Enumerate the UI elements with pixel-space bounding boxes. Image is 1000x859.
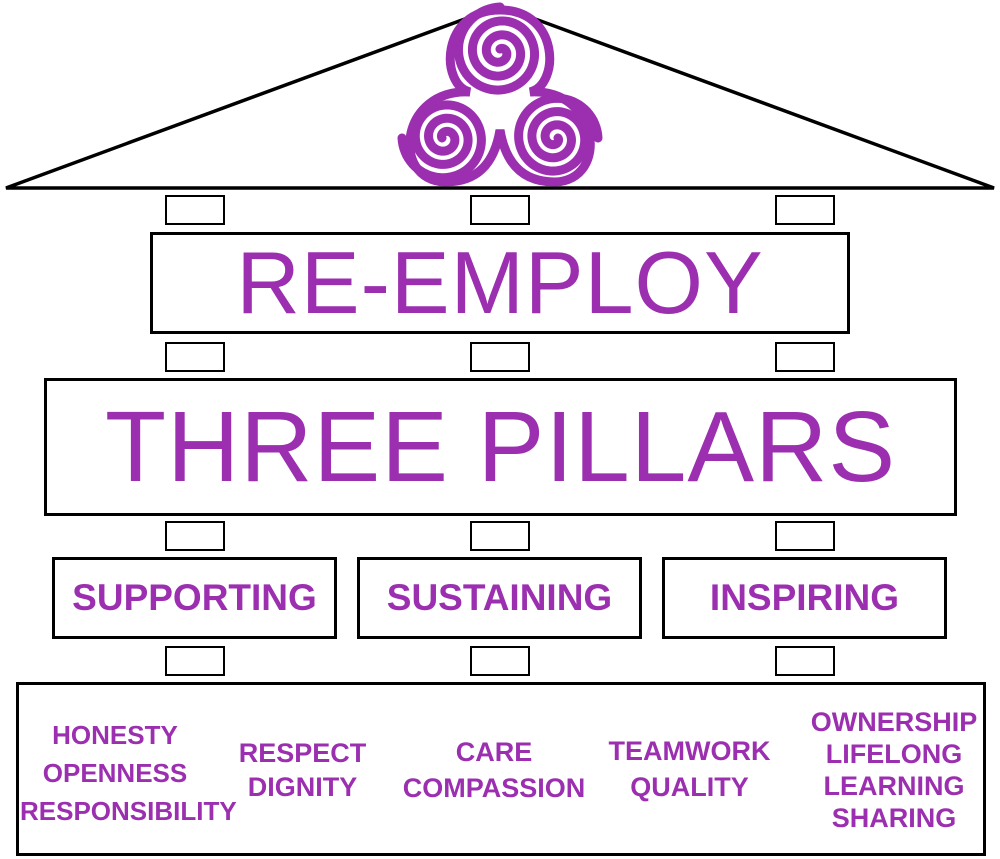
value-item: CARE [455, 737, 533, 767]
values-group-3: CARE COMPASSION [394, 734, 594, 806]
spiral-arm [514, 93, 603, 176]
pillar-label: SUSTAINING [386, 577, 613, 618]
connector-block [775, 521, 835, 551]
value-item: LEARNING [823, 771, 965, 801]
values-group-5: OWNERSHIP LIFELONG LEARNING SHARING [800, 706, 988, 834]
value-item: LIFELONG [825, 739, 963, 769]
value-item: COMPASSION [402, 773, 586, 803]
spiral-arm [453, 2, 540, 95]
value-item: RESPONSIBILITY [20, 796, 237, 826]
pillar-label: SUPPORTING [72, 577, 317, 618]
values-group-2: RESPECT DIGNITY [220, 736, 385, 804]
title-box-re-employ: RE-EMPLOY [150, 232, 850, 334]
value-item: TEAMWORK [608, 736, 771, 766]
value-item: OWNERSHIP [810, 707, 978, 737]
value-item: DIGNITY [247, 772, 358, 802]
connector-block [775, 342, 835, 372]
connector-block [165, 521, 225, 551]
roof-triangle [5, 4, 995, 190]
triskele-spiral-icon [397, 2, 603, 187]
title-three-pillars: THREE PILLARS [104, 390, 897, 503]
spiral-arm [397, 100, 486, 183]
values-foundation-box [16, 682, 986, 856]
values-group-1: HONESTY OPENNESS RESPONSIBILITY [20, 716, 237, 830]
connector-block [775, 646, 835, 676]
value-item: SHARING [831, 803, 957, 833]
roof [5, 2, 995, 190]
triskele-outline [405, 5, 595, 187]
values-group-4: TEAMWORK QUALITY [592, 733, 787, 805]
title-box-three-pillars: THREE PILLARS [44, 378, 957, 516]
connector-block [470, 195, 530, 225]
title-re-employ: RE-EMPLOY [236, 233, 764, 332]
pillar-label: INSPIRING [709, 577, 900, 618]
pillar-box-inspiring: INSPIRING [662, 557, 947, 639]
connector-block [165, 195, 225, 225]
connector-block [165, 342, 225, 372]
connector-block [470, 521, 530, 551]
pillar-box-supporting: SUPPORTING [52, 557, 337, 639]
connector-block [470, 646, 530, 676]
connector-block [775, 195, 835, 225]
value-item: HONESTY [52, 720, 178, 750]
pillar-box-sustaining: SUSTAINING [357, 557, 642, 639]
connector-block [470, 342, 530, 372]
connector-block [165, 646, 225, 676]
value-item: RESPECT [238, 738, 367, 768]
value-item: QUALITY [630, 772, 749, 802]
value-item: OPENNESS [42, 758, 188, 788]
